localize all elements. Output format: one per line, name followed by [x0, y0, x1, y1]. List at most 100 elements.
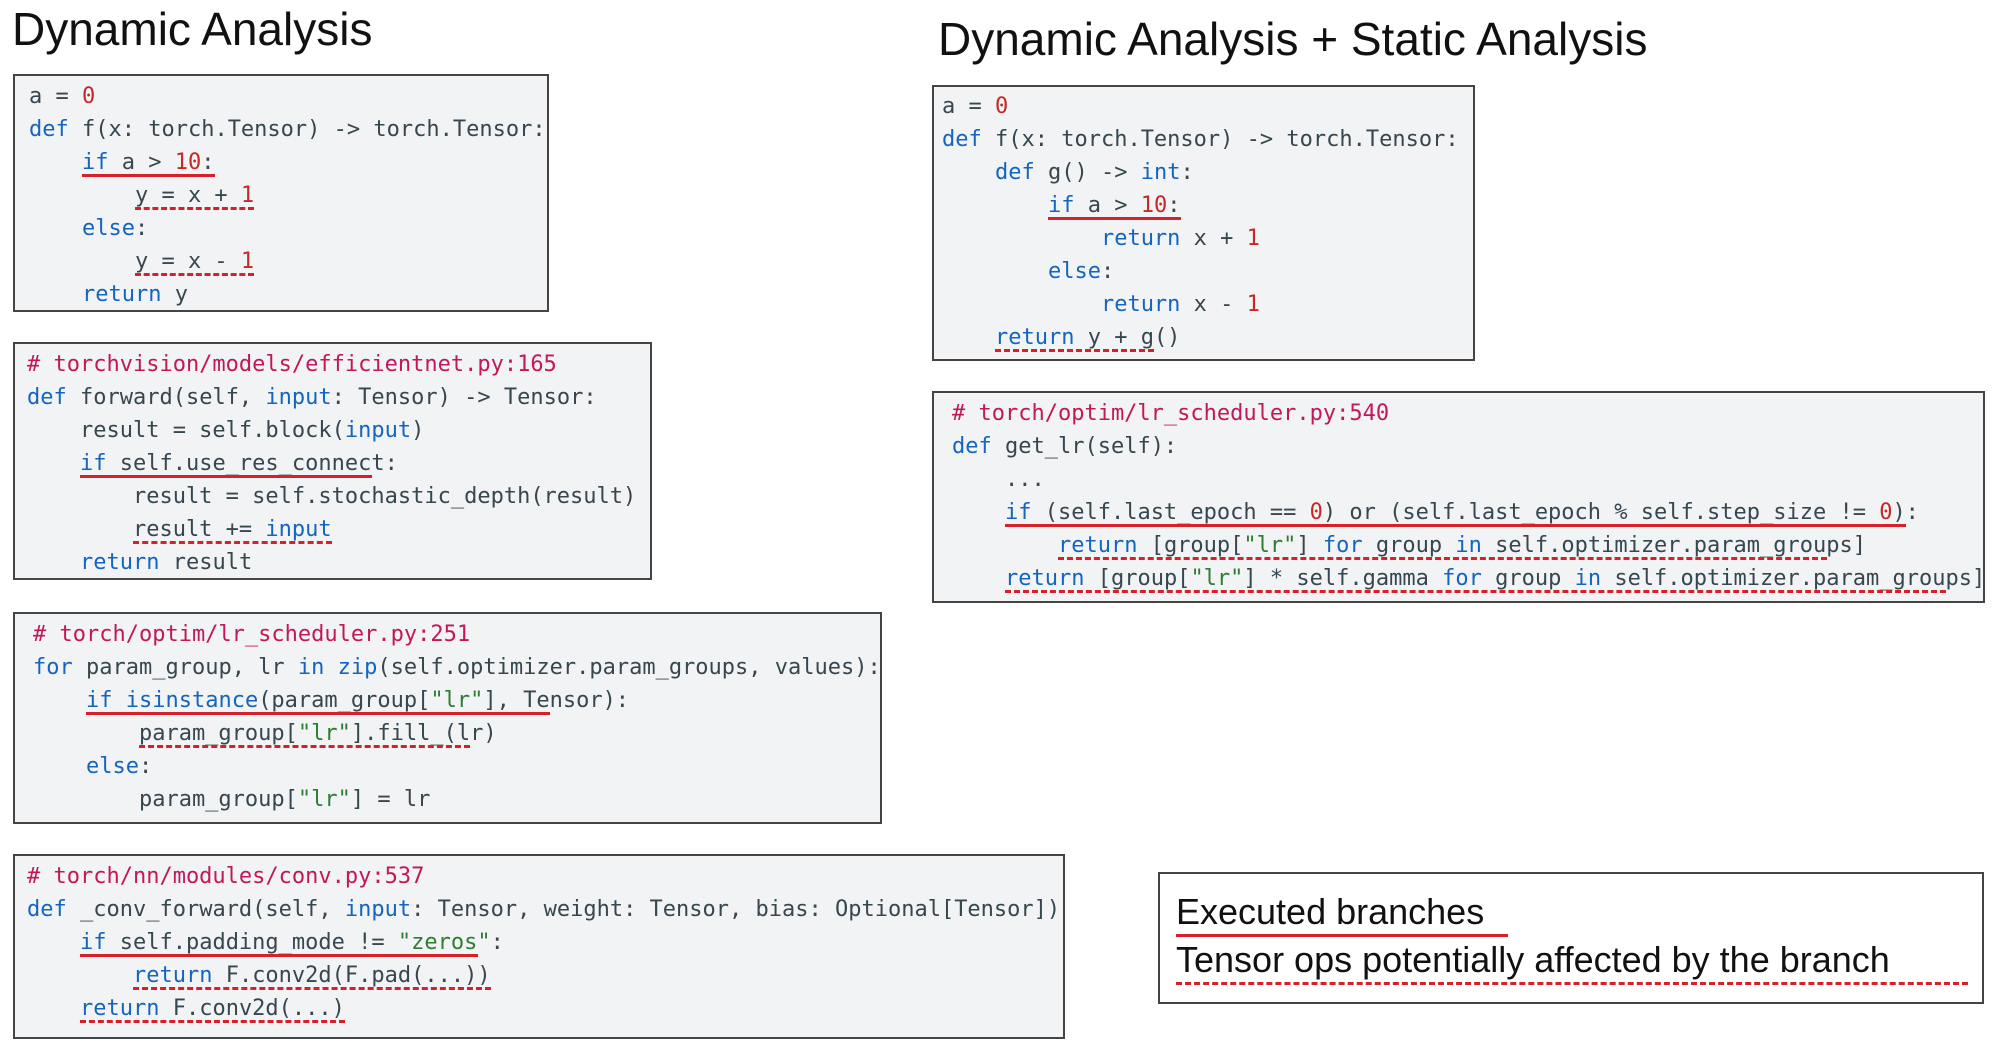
code-text: :: [201, 150, 215, 175]
code-text: self.optimizer.param_groups]: [1601, 566, 1985, 591]
code-text: [27, 451, 80, 476]
code-text: ] * self.gamma: [1243, 566, 1443, 591]
code-text: param_group[: [33, 787, 298, 812]
code-text: :: [1167, 193, 1181, 218]
code-line: else:: [29, 212, 547, 245]
code-text: [112, 688, 125, 713]
affected-op-underline: [135, 207, 255, 210]
code-text: [group[: [1137, 533, 1244, 558]
code-keyword: zip: [337, 655, 378, 680]
code-keyword: def: [942, 127, 982, 152]
code-keyword: return: [1100, 292, 1181, 317]
code-keyword: input: [344, 418, 412, 443]
affected-op-underline: [135, 273, 255, 276]
code-keyword: input: [265, 385, 332, 410]
code-text: y = x -: [29, 249, 241, 274]
code-comment: # torch/optim/lr_scheduler.py:540: [952, 401, 1390, 426]
code-text: [942, 259, 1048, 284]
code-text: [27, 550, 80, 575]
code-keyword: else: [85, 754, 139, 779]
code-keyword: isinstance: [125, 688, 259, 713]
code-text: [33, 688, 86, 713]
code-keyword: def: [27, 897, 67, 922]
code-text: result +=: [27, 517, 266, 542]
code-text: result = self.block(: [27, 418, 345, 443]
code-text: y + g(): [1074, 325, 1181, 350]
code-text: [29, 150, 82, 175]
code-line: if isinstance(param_group["lr"], Tensor)…: [33, 684, 880, 717]
code-line: ...: [952, 463, 1983, 496]
code-number: 1: [1246, 226, 1260, 251]
code-keyword: for: [1442, 566, 1482, 591]
code-keyword: int: [1140, 160, 1181, 185]
code-text: [952, 533, 1058, 558]
code-line: # torch/optim/lr_scheduler.py:540: [952, 397, 1983, 430]
code-text: :: [134, 216, 149, 241]
code-text: ): [411, 418, 425, 443]
code-number: 1: [1246, 292, 1260, 317]
code-keyword: if: [85, 688, 113, 713]
code-line: y = x + 1: [29, 179, 547, 212]
code-line: return [group["lr"] for group in self.op…: [952, 529, 1983, 562]
code-line: result = self.block(input): [27, 414, 650, 447]
code-text: [324, 655, 337, 680]
code-text: [942, 193, 1048, 218]
code-line: # torch/optim/lr_scheduler.py:251: [33, 618, 880, 651]
code-line: # torch/nn/modules/conv.py:537: [27, 860, 1063, 893]
code-keyword: return: [79, 550, 160, 575]
code-line: for param_group, lr in zip(self.optimize…: [33, 651, 880, 684]
code-text: [942, 160, 995, 185]
code-line: def f(x: torch.Tensor) -> torch.Tensor:: [29, 113, 547, 146]
code-line: def _conv_forward(self, input: Tensor, w…: [27, 893, 1063, 926]
code-text: result: [159, 550, 253, 575]
code-string: "lr": [1243, 533, 1297, 558]
legend-box: Executed branches Tensor ops potentially…: [1158, 872, 1984, 1004]
code-line: return F.conv2d(...): [27, 992, 1063, 1025]
code-keyword: return: [79, 996, 160, 1021]
code-keyword: def: [27, 385, 67, 410]
code-text: group: [1362, 533, 1456, 558]
code-line: return y: [29, 278, 547, 310]
code-text: forward(self,: [66, 385, 266, 410]
executed-branch-underline: [1005, 524, 1906, 527]
legend-executed-line: [1176, 934, 1508, 937]
legend-affected-line: [1176, 982, 1968, 985]
code-line: if self.padding_mode != "zeros":: [27, 926, 1063, 959]
code-line: result += input: [27, 513, 650, 546]
code-text: self.padding_mode !=: [106, 930, 398, 955]
code-text: F.conv2d(...): [159, 996, 345, 1021]
code-line: if a > 10:: [29, 146, 547, 179]
code-text: [29, 216, 82, 241]
code-line: def f(x: torch.Tensor) -> torch.Tensor:: [942, 123, 1473, 156]
code-keyword: if: [1004, 500, 1032, 525]
affected-op-underline: [1058, 557, 1827, 560]
code-number: 0: [1309, 500, 1323, 525]
code-comment: # torch/nn/modules/conv.py:537: [27, 864, 425, 889]
code-text: a >: [108, 150, 175, 175]
code-comment: # torchvision/models/efficientnet.py:165: [27, 352, 557, 377]
code-line: def forward(self, input: Tensor) -> Tens…: [27, 381, 650, 414]
code-text: self.optimizer.param_groups]: [1481, 533, 1866, 558]
code-text: result = self.stochastic_depth(result): [27, 484, 637, 509]
code-line: return [group["lr"] * self.gamma for gro…: [952, 562, 1983, 595]
code-string: "zeros": [397, 930, 491, 955]
code-keyword: in: [297, 655, 325, 680]
code-text: ) or (self.last_epoch % self.step_size !…: [1322, 500, 1880, 525]
legend-executed-label: Executed branches: [1176, 891, 1485, 932]
code-keyword: else: [1047, 259, 1101, 284]
code-text: group: [1481, 566, 1575, 591]
executed-branch-underline: [86, 712, 550, 715]
code-text: [952, 566, 1005, 591]
code-text: param_group, lr: [72, 655, 298, 680]
code-text: [29, 282, 82, 307]
heading-dynamic-static-analysis: Dynamic Analysis + Static Analysis: [938, 13, 1648, 65]
code-line: def get_lr(self):: [952, 430, 1983, 463]
code-text: g() ->: [1034, 160, 1141, 185]
code-text: y: [161, 282, 188, 307]
code-line: a = 0: [29, 80, 547, 113]
code-keyword: def: [952, 434, 992, 459]
code-text: [942, 325, 995, 350]
code-string: "lr": [297, 787, 351, 812]
